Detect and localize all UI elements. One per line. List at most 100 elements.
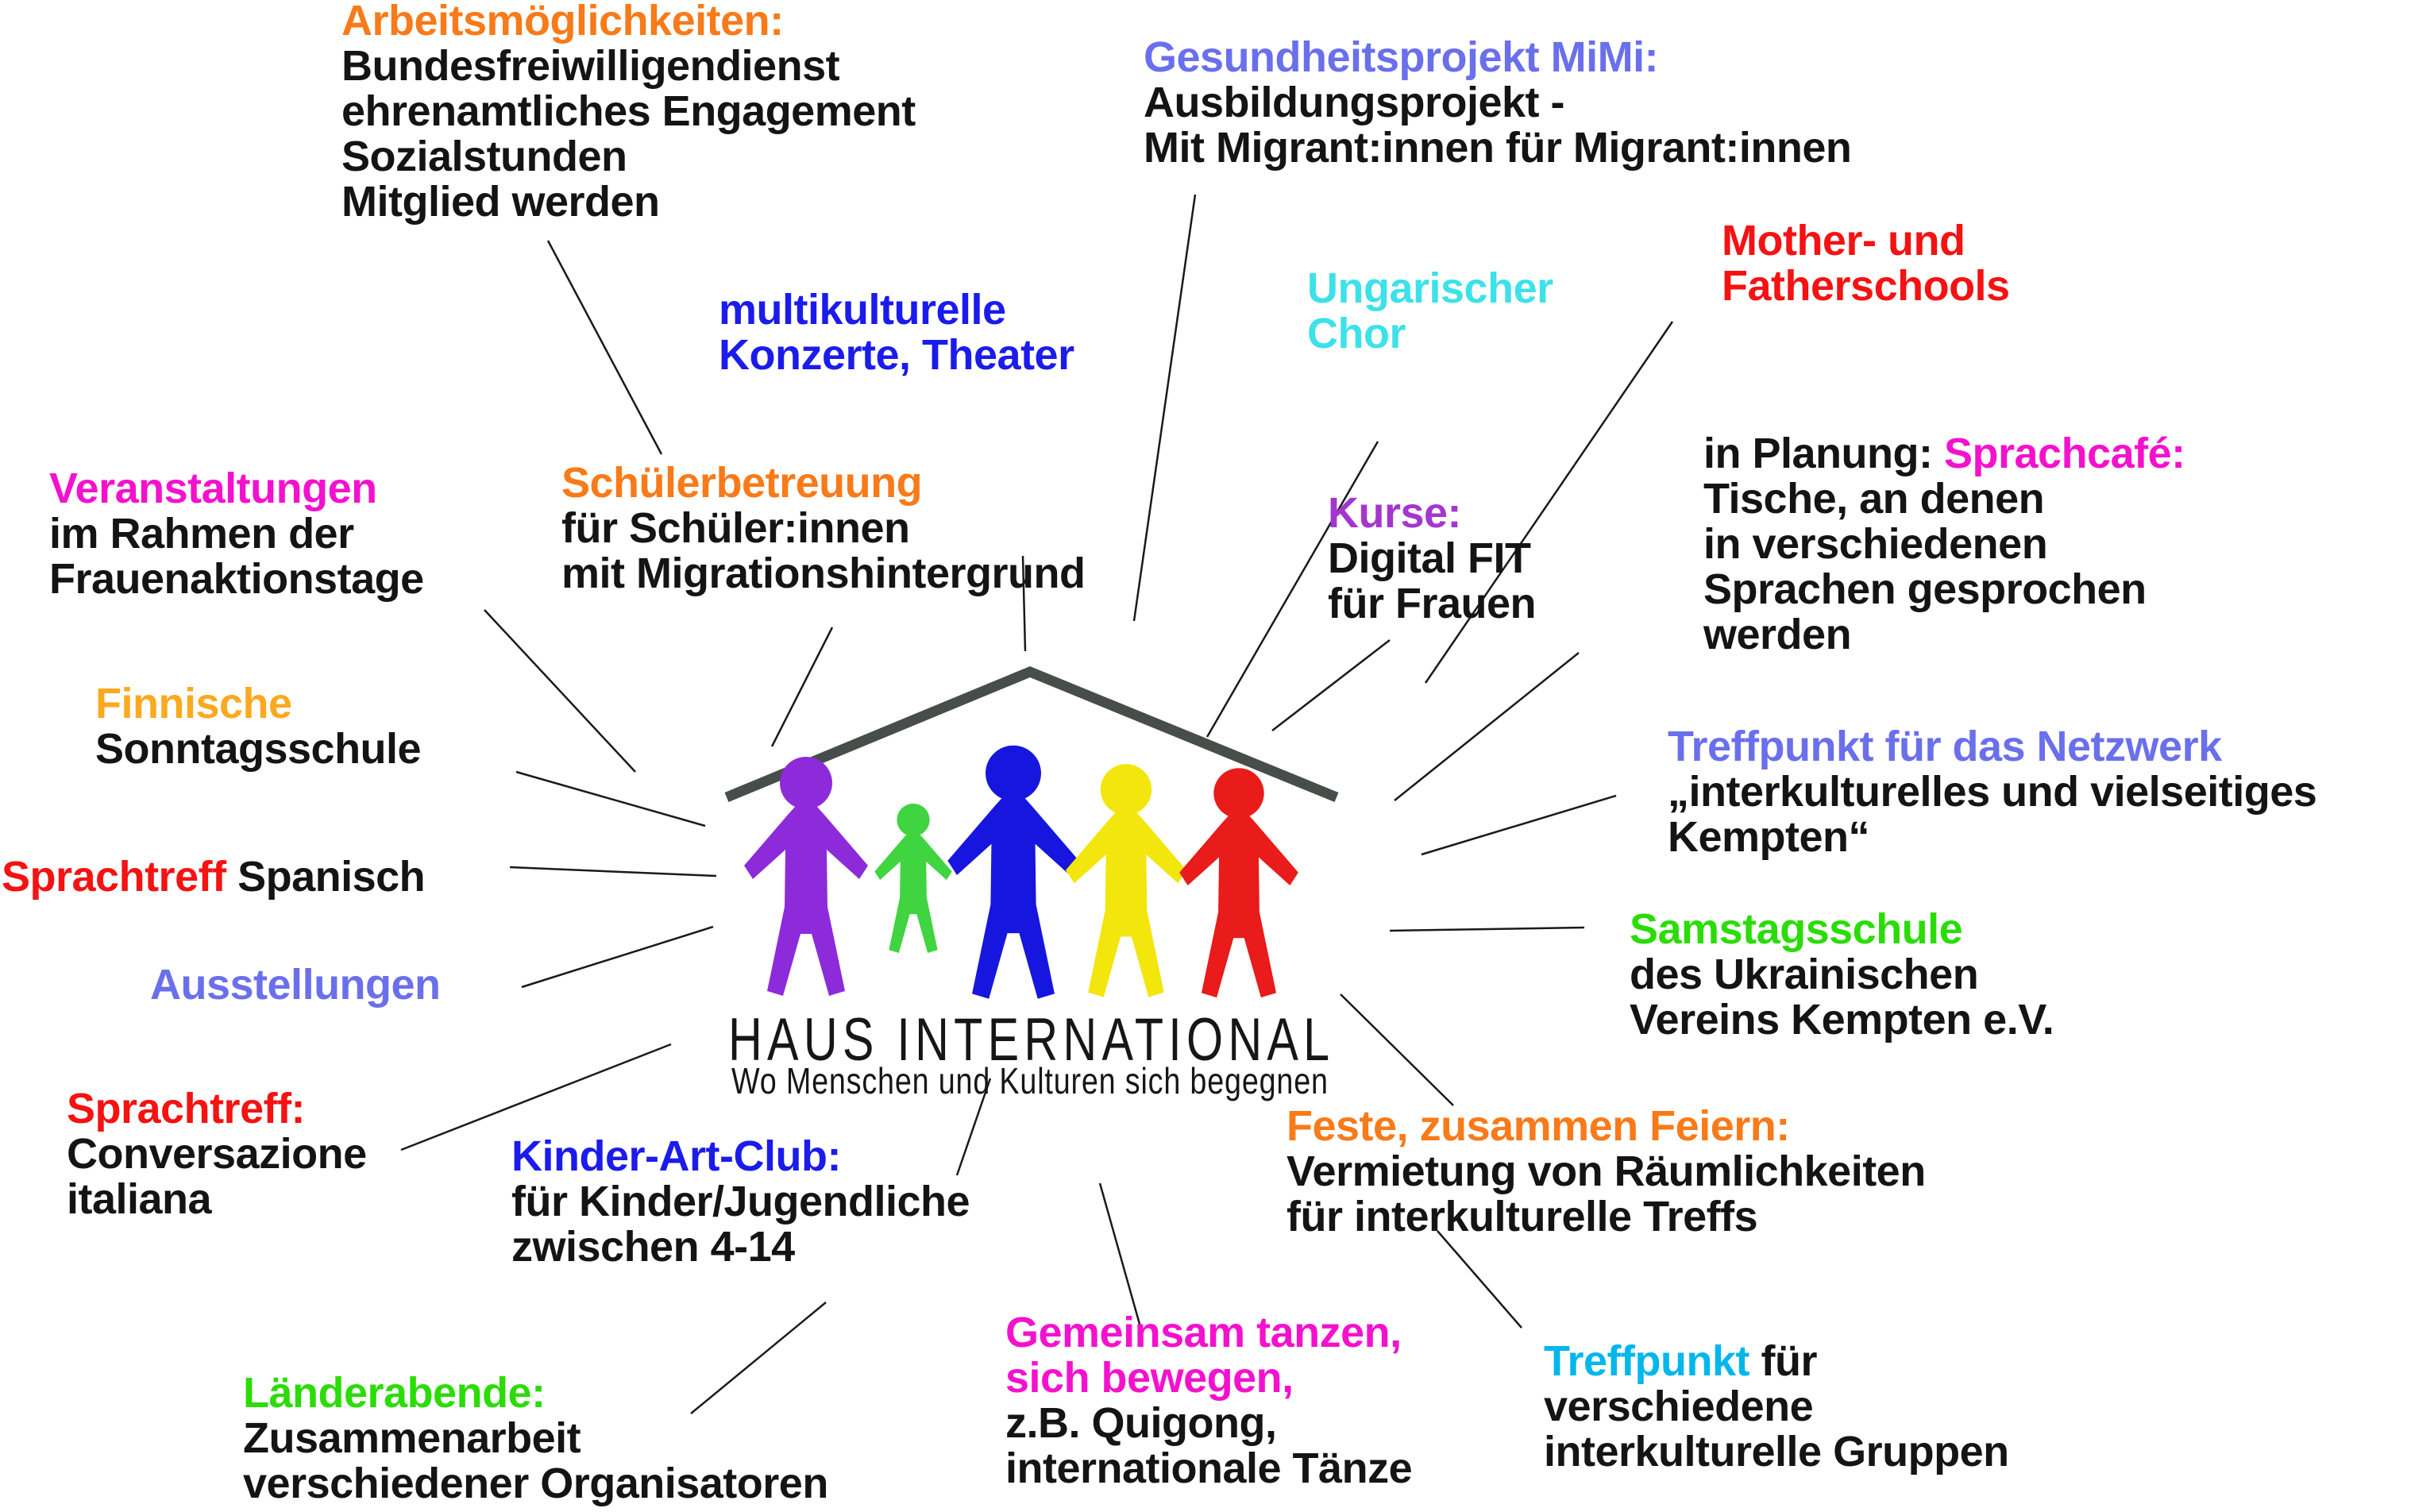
label-laenderabende-line: Zusammenarbeit (243, 1416, 828, 1461)
person-icon-purple (744, 757, 868, 996)
label-schuelerbetreuung-line: Schülerbetreuung (561, 461, 1085, 506)
label-text: Treffpunkt (1544, 1337, 1761, 1385)
label-kurse-line: Digital FIT (1328, 536, 1536, 581)
label-text: Sprachtreff: (67, 1085, 306, 1132)
label-text: für Kinder/Jugendliche (511, 1178, 970, 1225)
connector-ausstellungen (521, 925, 714, 989)
label-text: Treffpunkt für das Netzwerk (1668, 723, 2222, 770)
label-text: „interkulturelles und vielseitiges (1668, 768, 2317, 816)
label-veranstaltungen-line: Veranstaltungen (49, 466, 424, 511)
connector-kinder-art-club (955, 1078, 992, 1176)
connector-treffpunkt-netzwerk (1421, 794, 1617, 856)
label-text: ehrenamtliches Engagement (341, 87, 916, 135)
label-feste-line: für interkulturelle Treffs (1287, 1194, 1926, 1240)
label-arbeitsmoeglichkeiten: Arbeitsmöglichkeiten:Bundesfreiwilligend… (341, 0, 916, 225)
connector-gesundheitsprojekt (1132, 194, 1197, 622)
label-text: mit Migrationshintergrund (561, 550, 1086, 597)
label-sprachcafe-line: in verschiedenen (1703, 522, 2185, 567)
connector-schuelerbetreuung (770, 627, 834, 747)
label-text: werden (1703, 611, 1852, 658)
label-text: für Schüler:innen (561, 504, 910, 552)
label-text: multikulturelle (719, 286, 1006, 334)
label-text: Vermietung von Räumlichkeiten (1287, 1148, 1926, 1195)
label-text: für interkulturelle Treffs (1287, 1193, 1758, 1240)
label-sprachcafe-line: in Planung: Sprachcafé: (1703, 431, 2185, 476)
label-gemeinsam-tanzen-line: z.B. Quigong, (1005, 1401, 1412, 1446)
label-text: Gesundheitsprojekt MiMi: (1144, 33, 1659, 81)
label-gemeinsam-tanzen-line: internationale Tänze (1005, 1444, 1413, 1492)
connector-sprachtreff-italiana (400, 1043, 672, 1151)
logo-title: HAUS INTERNATIONAL (728, 1006, 1335, 1074)
label-sprachcafe-line: werden (1703, 612, 2185, 658)
label-text: Gemeinsam tanzen, (1005, 1309, 1402, 1356)
label-multikulturelle-konzerte-line: multikulturelle (719, 287, 1074, 333)
label-text: Veranstaltungen (49, 465, 377, 512)
label-text: Bundesfreiwilligendienst (341, 42, 840, 90)
label-ausstellungen: Ausstellungen (150, 962, 441, 1008)
connector-ungarischer-chor (1206, 441, 1379, 738)
label-text: verschiedener Organisatoren (243, 1460, 828, 1507)
label-text: Kempten“ (1668, 813, 1870, 861)
label-text: Länderabende: (243, 1369, 546, 1417)
connector-samstagsschule (1389, 926, 1585, 932)
connector-sprachtreff-spanisch (509, 866, 717, 878)
label-treffpunkt-gruppen-line: interkulturelle Gruppen (1544, 1429, 2009, 1475)
label-text: italiana (67, 1175, 212, 1223)
label-kinder-art-club-line: zwischen 4-14 (511, 1225, 970, 1270)
label-sprachtreff-italiana-line: italiana (67, 1177, 367, 1222)
label-ungarischer-chor-line: Ungarischer (1307, 266, 1553, 311)
label-text: für (1761, 1337, 1818, 1385)
label-kurse-line: Kurse: (1328, 491, 1536, 536)
roof-icon (724, 665, 1339, 803)
label-feste-line: Vermietung von Räumlichkeiten (1287, 1149, 1926, 1194)
label-text: Sonntagsschule (95, 725, 422, 773)
label-text: Mitglied werden (341, 178, 660, 226)
label-text: internationale Tänze (1005, 1444, 1413, 1492)
label-finnische-sonntagsschule-line: Finnische (95, 681, 421, 727)
label-text: Schülerbetreuung (561, 459, 923, 507)
connector-gemeinsam-tanzen (1098, 1182, 1144, 1333)
label-treffpunkt-gruppen-line: Treffpunkt für (1544, 1339, 2009, 1384)
label-text: sich bewegen, (1005, 1354, 1294, 1402)
label-kurse-line: für Frauen (1328, 581, 1537, 627)
label-treffpunkt-netzwerk-line: Kempten“ (1668, 815, 2316, 860)
label-text: Spanisch (237, 853, 426, 901)
label-treffpunkt-netzwerk-line: „interkulturelles und vielseitiges (1668, 768, 2317, 816)
label-text: Chor (1307, 310, 1406, 357)
person-icon-yellow (1065, 764, 1187, 997)
label-text: Mit Migrant:innen für Migrant:innen (1144, 124, 1852, 172)
label-sprachtreff-spanisch: Sprachtreff Spanisch (2, 853, 426, 901)
label-text: interkulturelle Gruppen (1544, 1428, 2009, 1475)
person-icon-green (874, 803, 952, 953)
label-text: Arbeitsmöglichkeiten: (341, 0, 784, 44)
label-text: in Planung: (1703, 430, 1944, 477)
connector-multikulturelle-konzerte (1021, 555, 1027, 652)
person-icon-blue (947, 745, 1079, 999)
label-treffpunkt-netzwerk-line: Treffpunkt für das Netzwerk (1668, 724, 2316, 770)
label-text: Tische, an denen (1703, 475, 2045, 523)
label-text: Fatherschools (1722, 262, 2010, 310)
label-text: Vereins Kempten e.V. (1630, 996, 2054, 1043)
label-sprachtreff-spanisch-line: Sprachtreff Spanisch (2, 853, 426, 901)
label-arbeitsmoeglichkeiten-line: Arbeitsmöglichkeiten: (341, 0, 916, 44)
label-text: Zusammenarbeit (243, 1414, 581, 1462)
label-veranstaltungen-line: Frauenaktionstage (49, 557, 424, 602)
label-gesundheitsprojekt-line: Ausbildungsprojekt - (1144, 80, 1851, 125)
connector-treffpunkt-gruppen (1437, 1230, 1522, 1329)
label-gesundheitsprojekt: Gesundheitsprojekt MiMi:Ausbildungsproje… (1144, 33, 1852, 172)
label-schuelerbetreuung-line: mit Migrationshintergrund (561, 550, 1086, 597)
label-text: Conversazione (67, 1130, 367, 1178)
label-text: Finnische (95, 680, 292, 727)
label-text: Kinder-Art-Club: (511, 1132, 841, 1180)
connector-laenderabende (690, 1302, 827, 1414)
label-text: Ungarischer (1307, 264, 1553, 312)
label-arbeitsmoeglichkeiten-line: Bundesfreiwilligendienst (341, 44, 916, 89)
person-icon-red (1179, 768, 1298, 998)
